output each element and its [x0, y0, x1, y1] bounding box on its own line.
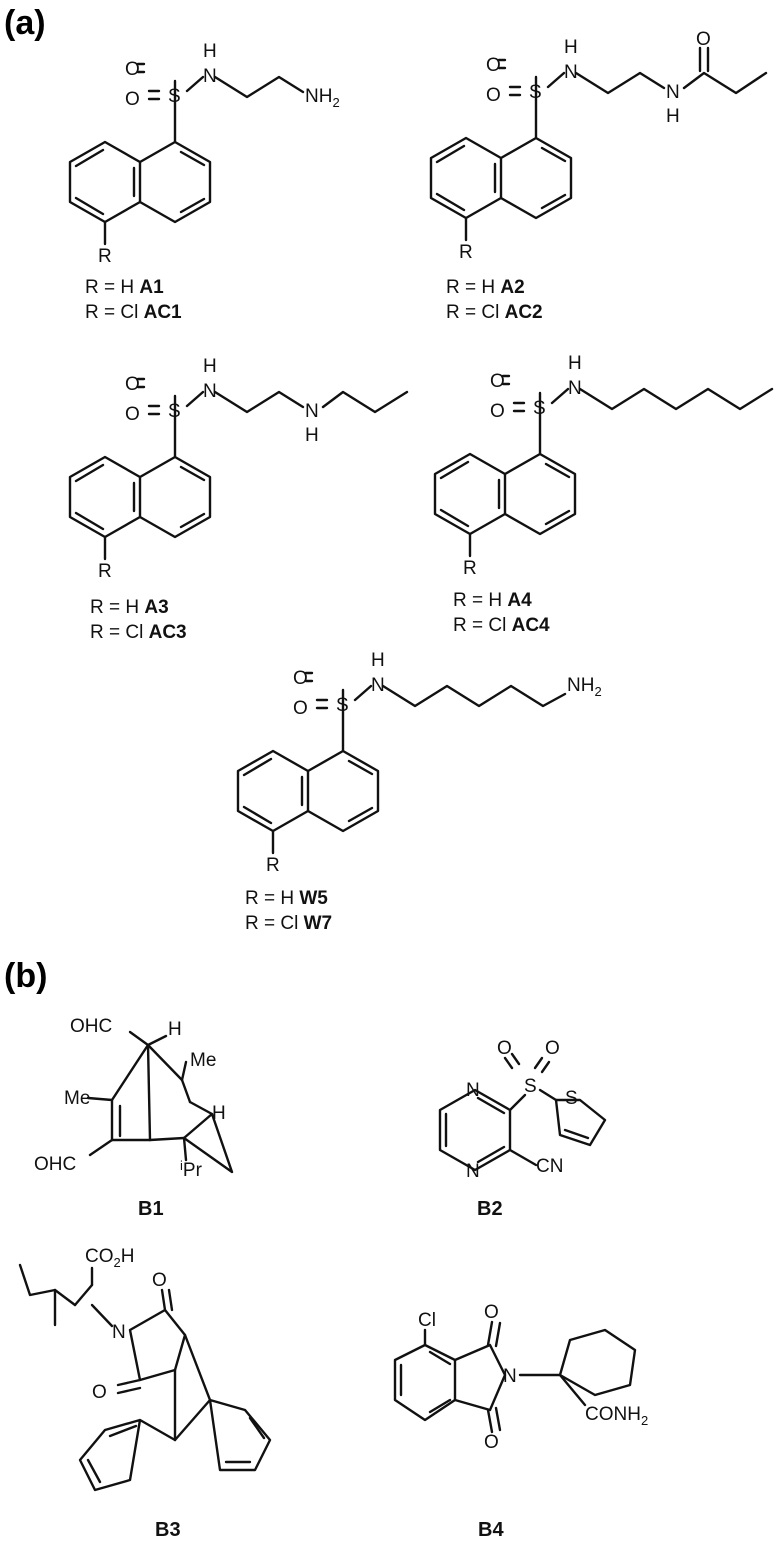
nitrogen-label: N [305, 401, 319, 422]
methyl-label: Me [64, 1088, 90, 1109]
nitrogen-label: N [466, 1161, 480, 1182]
panel-a-label: (a) [4, 4, 46, 42]
compound-A4: O O S H N R [433, 353, 774, 579]
hydrogen-label: H [666, 106, 680, 127]
compound-B4: Cl O N O CONH2 [393, 1302, 648, 1453]
caption-AC1: R = Cl AC1 [85, 302, 182, 323]
nitrogen-label: N [564, 62, 578, 83]
oxygen-label: O [490, 401, 505, 422]
hydrogen-label: H [168, 1019, 182, 1040]
formyl-label: OHC [34, 1154, 76, 1175]
carboxyl-label: CO2H [85, 1246, 134, 1270]
nitrogen-label: N [203, 381, 217, 402]
r-group-label: R [266, 855, 280, 876]
compound-A3: O O S H N N H R [68, 356, 409, 582]
sulfur-label: S [529, 82, 542, 103]
oxygen-label: O [486, 85, 501, 106]
oxygen-label: O [497, 1038, 512, 1059]
caption-B2: B2 [477, 1198, 503, 1220]
hydrogen-label: H [203, 41, 217, 62]
sulfur-label: S [565, 1088, 578, 1109]
sulfur-label: S [524, 1076, 537, 1097]
caption-AC4: R = Cl AC4 [453, 615, 550, 636]
nitrogen-label: N [371, 675, 385, 696]
compound-A1: O O S H N NH2 R [68, 41, 340, 267]
oxygen-label: O [696, 29, 711, 50]
hydrogen-label: H [371, 650, 385, 671]
hydrogen-label: H [305, 425, 319, 446]
sulfur-label: S [336, 695, 349, 716]
oxygen-label: O [490, 371, 505, 392]
isopropyl-label: iPr [180, 1158, 203, 1181]
compound-B3: CO2H N O O [18, 1246, 272, 1492]
caption-A1: R = H A1 [85, 277, 164, 298]
oxygen-label: O [125, 404, 140, 425]
caption-W7: R = Cl W7 [245, 913, 332, 934]
sulfur-label: S [533, 398, 546, 419]
oxygen-label: O [293, 698, 308, 719]
nitrogen-label: N [112, 1322, 126, 1343]
hydrogen-label: H [568, 353, 582, 374]
compound-W5: O O S H N NH2 R [236, 650, 602, 876]
methyl-label: Me [190, 1050, 216, 1071]
nitrogen-label: N [568, 378, 582, 399]
nitrile-label: CN [536, 1156, 563, 1177]
caption-A4: R = H A4 [453, 590, 532, 611]
r-group-label: R [459, 242, 473, 263]
hydrogen-label: H [564, 37, 578, 58]
caption-A2: R = H A2 [446, 277, 525, 298]
oxygen-label: O [484, 1432, 499, 1453]
sulfur-label: S [168, 86, 181, 107]
caption-A3: R = H A3 [90, 597, 169, 618]
oxygen-label: O [125, 59, 140, 80]
oxygen-label: O [545, 1038, 560, 1059]
nitrogen-label: N [203, 66, 217, 87]
caption-W5: R = H W5 [245, 888, 328, 909]
panel-b-label: (b) [4, 957, 47, 995]
r-group-label: R [98, 246, 112, 267]
oxygen-label: O [484, 1302, 499, 1323]
sulfur-label: S [168, 401, 181, 422]
hydrogen-label: H [212, 1103, 226, 1124]
r-group-label: R [98, 561, 112, 582]
hydrogen-label: H [203, 356, 217, 377]
formyl-label: OHC [70, 1016, 112, 1037]
oxygen-label: O [152, 1270, 167, 1291]
r-group-label: R [463, 558, 477, 579]
compound-B1: OHC H Me Me H OHC iPr [34, 1016, 234, 1181]
caption-B3: B3 [155, 1519, 181, 1541]
compound-B2: N N S O O S CN [438, 1038, 607, 1182]
caption-B1: B1 [138, 1198, 164, 1220]
amine-label: NH2 [305, 86, 340, 110]
oxygen-label: O [92, 1382, 107, 1403]
carboxamide-label: CONH2 [585, 1404, 648, 1428]
caption-B4: B4 [478, 1519, 504, 1541]
chlorine-label: Cl [418, 1310, 436, 1331]
oxygen-label: O [125, 374, 140, 395]
oxygen-label: O [125, 89, 140, 110]
caption-AC2: R = Cl AC2 [446, 302, 543, 323]
nitrogen-label: N [466, 1080, 480, 1101]
nitrogen-label: N [666, 82, 680, 103]
amine-label: NH2 [567, 675, 602, 699]
oxygen-label: O [486, 55, 501, 76]
caption-AC3: R = Cl AC3 [90, 622, 187, 643]
oxygen-label: O [293, 668, 308, 689]
compound-A2: O O S H N N H O R [429, 29, 768, 263]
nitrogen-label: N [503, 1366, 517, 1387]
